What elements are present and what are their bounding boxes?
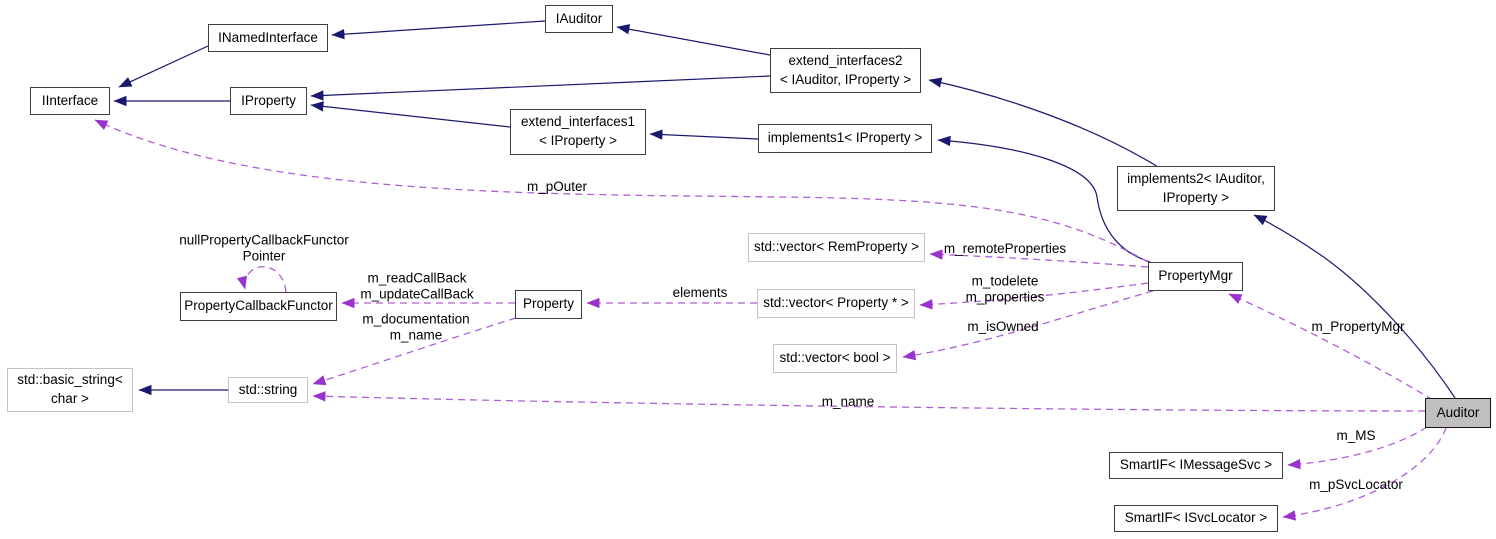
node-implements2[interactable]: implements2< IAuditor, IProperty > — [1117, 166, 1275, 211]
edge-extendinterfaces2-to-iauditor — [616, 24, 771, 56]
edge-m-ms — [1287, 426, 1428, 470]
node-auditor: Auditor — [1425, 398, 1491, 428]
node-std-vector-remproperty: std::vector< RemProperty > — [748, 233, 925, 262]
node-propertycallbackfunctor[interactable]: PropertyCallbackFunctor — [180, 292, 337, 321]
node-propertymgr[interactable]: PropertyMgr — [1148, 262, 1243, 291]
node-std-vector-property-ptr: std::vector< Property * > — [757, 289, 915, 318]
edge-inamedinterface-to-iinterface — [118, 45, 209, 88]
edge-m-psvclocator — [1282, 427, 1447, 521]
edge-extendinterfaces1-to-iproperty — [310, 101, 511, 128]
node-std-basic-string: std::basic_string< char > — [7, 368, 133, 412]
edge-m-pouter — [94, 119, 1149, 263]
edge-auditor-to-implements2 — [1253, 214, 1456, 399]
edge-label-m-readcallback-updatecallback: m_readCallBack m_updateCallBack — [360, 270, 474, 302]
node-inamedinterface[interactable]: INamedInterface — [208, 24, 328, 52]
node-property[interactable]: Property — [515, 290, 582, 319]
edge-label-null-functor-pointer: nullPropertyCallbackFunctor Pointer — [179, 232, 349, 264]
edge-label-m-remoteproperties: m_remoteProperties — [943, 240, 1067, 256]
edge-m-documentation — [312, 317, 517, 386]
node-iauditor[interactable]: IAuditor — [545, 5, 613, 33]
edge-label-m-propertymgr: m_PropertyMgr — [1311, 318, 1405, 334]
edge-label-m-name: m_name — [821, 393, 875, 409]
edge-label-m-psvclocator: m_pSvcLocator — [1309, 476, 1403, 492]
node-implements1[interactable]: implements1< IProperty > — [758, 124, 932, 153]
edge-label-elements: elements — [672, 284, 728, 300]
edge-null-functor-self-loop — [236, 266, 287, 293]
edge-extendinterfaces2-to-iproperty — [310, 75, 771, 101]
edge-iauditor-to-inamedinterface — [331, 20, 546, 40]
edge-m-propertymgr — [1228, 293, 1434, 401]
edge-label-m-documentation-name: m_documentation m_name — [362, 311, 470, 343]
edge-label-m-todelete-properties: m_todelete m_properties — [965, 273, 1045, 305]
edge-implements2-to-extendinterfaces2 — [928, 77, 1159, 168]
node-extend-interfaces2[interactable]: extend_interfaces2 < IAuditor, IProperty… — [770, 48, 921, 93]
node-std-vector-bool: std::vector< bool > — [773, 344, 897, 373]
edge-m-name — [312, 391, 1426, 412]
edge-label-m-ms: m_MS — [1336, 427, 1376, 443]
node-smartif-imessagesvc[interactable]: SmartIF< IMessageSvc > — [1109, 452, 1283, 479]
edge-label-m-isowned: m_isOwned — [967, 318, 1039, 334]
edge-propertymgr-to-implements1 — [937, 135, 1151, 263]
edge-m-todelete — [919, 282, 1149, 310]
edge-m-remoteproperties — [929, 249, 1149, 268]
node-extend-interfaces1[interactable]: extend_interfaces1 < IProperty > — [510, 109, 646, 155]
edge-implements1-to-extendinterfaces1 — [649, 129, 759, 140]
edge-label-m-pouter: m_pOuter — [526, 178, 588, 194]
node-std-string: std::string — [228, 377, 308, 403]
node-iinterface[interactable]: IInterface — [30, 87, 110, 115]
node-iproperty[interactable]: IProperty — [230, 87, 307, 115]
node-smartif-isvclocator[interactable]: SmartIF< ISvcLocator > — [1114, 505, 1278, 532]
